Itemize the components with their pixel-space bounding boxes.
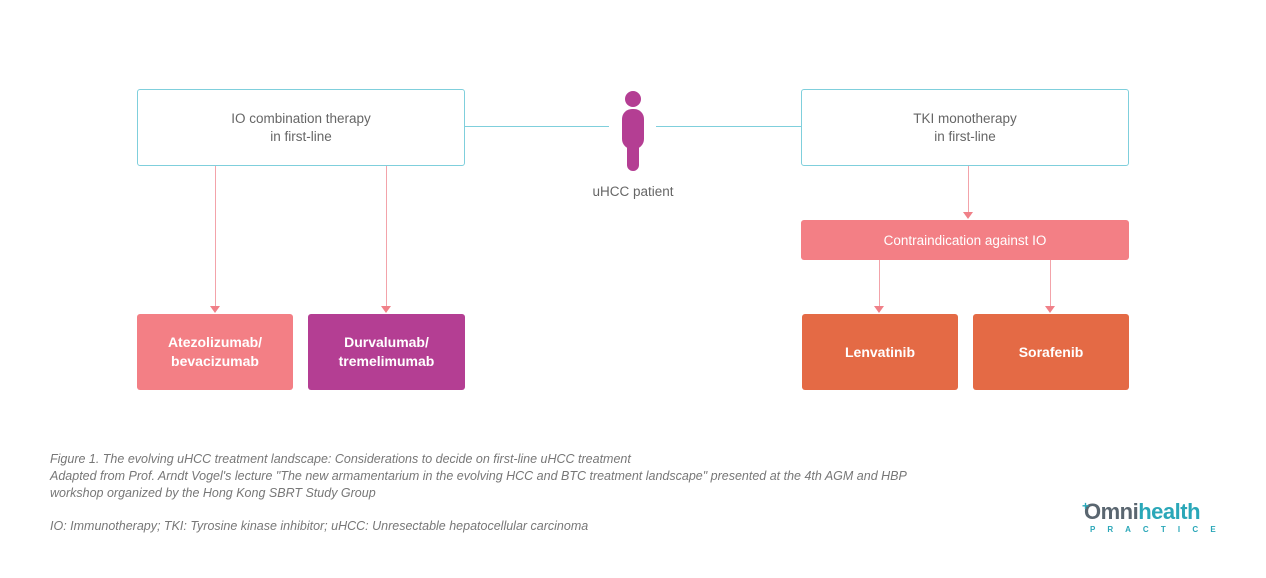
durvalumab-tremelimumab-box: Durvalumab/ tremelimumab [308,314,465,390]
figure-caption: Figure 1. The evolving uHCC treatment la… [50,452,631,466]
arrow-down-icon [963,212,973,219]
source-caption: Adapted from Prof. Arndt Vogel's lecture… [50,469,907,500]
connector-to-durvalumab [386,166,387,306]
connector-left-to-patient [465,126,609,127]
arrow-down-icon [874,306,884,313]
tki-monotherapy-box: TKI monotherapy in first-line [801,89,1129,166]
connector-patient-to-right [656,126,801,127]
abbreviations-caption: IO: Immunotherapy; TKI: Tyrosine kinase … [50,519,589,533]
connector-to-contraindication [968,166,969,212]
omnihealth-logo: + Omnihealth P R A C T I C E [1082,499,1224,540]
connector-to-lenvatinib [879,260,880,306]
io-combination-therapy-box: IO combination therapy in first-line [137,89,465,166]
patient-label: uHCC patient [592,184,674,199]
atezolizumab-bevacizumab-box: Atezolizumab/ bevacizumab [137,314,293,390]
contraindication-box: Contraindication against IO [801,220,1129,260]
connector-to-atezolizumab [215,166,216,306]
arrow-down-icon [1045,306,1055,313]
lenvatinib-box: Lenvatinib [802,314,958,390]
logo-tagline: P R A C T I C E [1090,525,1221,534]
logo-suffix: health [1138,499,1201,524]
arrow-down-icon [381,306,391,313]
plus-icon: + [1082,499,1089,513]
logo-prefix: Omni [1084,499,1139,524]
arrow-down-icon [210,306,220,313]
connector-to-sorafenib [1050,260,1051,306]
sorafenib-box: Sorafenib [973,314,1129,390]
person-icon [618,89,648,173]
